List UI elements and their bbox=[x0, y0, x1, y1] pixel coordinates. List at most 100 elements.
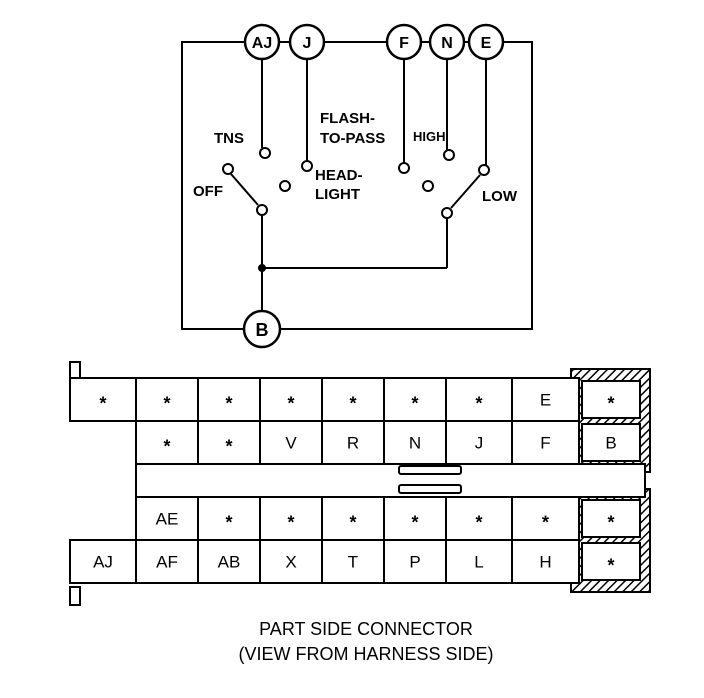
connector-cell bbox=[445, 420, 513, 465]
connector-cell bbox=[445, 539, 513, 584]
connector-pin-label: L bbox=[474, 553, 483, 572]
connector-pin-label: * bbox=[475, 513, 482, 533]
connector-cell bbox=[511, 377, 580, 422]
connector-pin-label: * bbox=[99, 394, 106, 414]
contact-switch1-pivot bbox=[256, 204, 268, 216]
contact-high bbox=[443, 149, 455, 161]
connector-cell bbox=[321, 496, 385, 541]
connector-pin-label: P bbox=[409, 553, 420, 572]
terminal-n bbox=[428, 23, 466, 61]
connector-pin-label: N bbox=[409, 434, 421, 453]
connector-pin-label: AE bbox=[156, 510, 179, 529]
connector-pin-label: * bbox=[287, 513, 294, 533]
connector-cell bbox=[581, 380, 641, 419]
connector-cell bbox=[581, 499, 641, 538]
connector-cell bbox=[259, 496, 323, 541]
connector-middle-gap bbox=[135, 463, 646, 498]
label-flash-1: FLASH- bbox=[320, 110, 375, 127]
connector-pin-label: H bbox=[539, 553, 551, 572]
terminal-e bbox=[467, 23, 505, 61]
connector-pin-label: * bbox=[225, 513, 232, 533]
connector-key-top bbox=[398, 465, 462, 475]
junction-dot bbox=[258, 264, 266, 272]
connector-pin-label: * bbox=[411, 513, 418, 533]
connector-pin-label: * bbox=[163, 394, 170, 414]
switch2-blade bbox=[450, 174, 481, 209]
connector-pin-label: * bbox=[475, 394, 482, 414]
connector-pin-label: R bbox=[347, 434, 359, 453]
terminal-f-label: F bbox=[399, 35, 409, 52]
connector-key-bottom bbox=[398, 484, 462, 494]
label-tns: TNS bbox=[214, 130, 244, 147]
terminal-f bbox=[385, 23, 423, 61]
caption-line-2: (VIEW FROM HARNESS SIDE) bbox=[238, 644, 493, 664]
connector-pin-label: * bbox=[542, 513, 549, 533]
connector-cell bbox=[445, 377, 513, 422]
contact-low bbox=[478, 164, 490, 176]
terminal-e-label: E bbox=[481, 35, 492, 52]
label-low: LOW bbox=[482, 188, 518, 205]
label-off: OFF bbox=[193, 183, 223, 200]
connector-cell bbox=[581, 542, 641, 581]
terminal-b-label: B bbox=[256, 320, 269, 340]
connector-pin-label: * bbox=[411, 394, 418, 414]
terminal-n-label: N bbox=[441, 35, 453, 52]
connector-pin-label: AF bbox=[156, 553, 178, 572]
contact-headlight bbox=[279, 180, 291, 192]
contact-switch2-pivot bbox=[441, 207, 453, 219]
connector-cell bbox=[321, 420, 385, 465]
connector-pin-label: J bbox=[475, 434, 484, 453]
connector-cell bbox=[321, 539, 385, 584]
schematic bbox=[181, 23, 533, 349]
connector-cell bbox=[383, 420, 447, 465]
connector-pin-label: * bbox=[607, 394, 614, 414]
connector-pin-label: * bbox=[349, 394, 356, 414]
connector-pin-label: * bbox=[287, 394, 294, 414]
connector-pin-label: * bbox=[607, 513, 614, 533]
connector-tab-bottom bbox=[69, 586, 81, 606]
schematic-text: AJ J F N E B TNS OFF HEAD- LIGHT FLASH- … bbox=[193, 35, 518, 340]
connector-cell bbox=[135, 496, 199, 541]
connector-cell bbox=[259, 539, 323, 584]
contact-switch2-mid bbox=[422, 180, 434, 192]
connector-pin-label: F bbox=[540, 434, 550, 453]
terminal-j bbox=[288, 23, 326, 61]
label-high: HIGH bbox=[413, 129, 446, 144]
switch1-blade bbox=[230, 173, 259, 206]
contact-f bbox=[398, 162, 410, 174]
terminal-b bbox=[242, 309, 282, 349]
connector-pin-label: * bbox=[607, 556, 614, 576]
terminal-j-label: J bbox=[303, 35, 312, 52]
connector-pin-label: V bbox=[285, 434, 297, 453]
connector-cell bbox=[259, 420, 323, 465]
connector-pin-label: * bbox=[225, 437, 232, 457]
label-headlight-2: LIGHT bbox=[315, 186, 360, 203]
caption-line-1: PART SIDE CONNECTOR bbox=[259, 619, 473, 639]
connector-cell bbox=[511, 496, 580, 541]
outer-wire-right bbox=[281, 41, 533, 330]
connector-cell bbox=[69, 377, 137, 422]
connector-cell bbox=[445, 496, 513, 541]
connector-cell bbox=[581, 423, 641, 462]
contact-j bbox=[301, 160, 313, 172]
terminal-aj bbox=[243, 23, 281, 61]
connector-pin-label: T bbox=[348, 553, 358, 572]
label-flash-2: TO-PASS bbox=[320, 130, 385, 147]
contact-off bbox=[222, 163, 234, 175]
connector-pin-label: AB bbox=[218, 553, 241, 572]
outer-wire-left bbox=[181, 41, 245, 330]
contact-tns bbox=[259, 147, 271, 159]
connector-cell bbox=[511, 539, 580, 584]
connector-cell bbox=[197, 496, 261, 541]
connector-cell bbox=[197, 420, 261, 465]
connector-pin-label: * bbox=[225, 394, 232, 414]
connector-pin-label: * bbox=[163, 437, 170, 457]
connector-pin-label: E bbox=[540, 391, 551, 410]
connector-cell bbox=[511, 420, 580, 465]
connector-pin-label: * bbox=[349, 513, 356, 533]
label-headlight-1: HEAD- bbox=[315, 167, 363, 184]
connector-pin-label: B bbox=[605, 434, 616, 453]
connector-pin-label: AJ bbox=[93, 553, 113, 572]
